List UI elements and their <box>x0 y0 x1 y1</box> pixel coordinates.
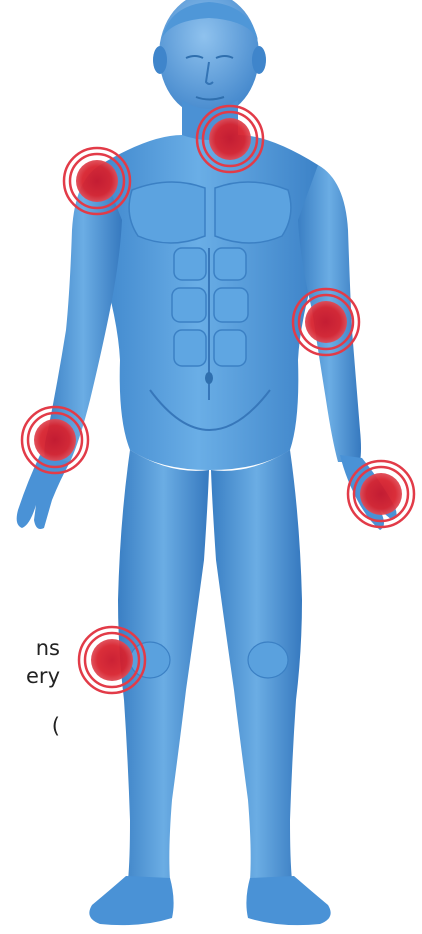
cropped-caption-text: ns ery ) <box>0 634 60 740</box>
left-arm <box>17 165 122 529</box>
caption-line-3: ) <box>0 712 60 740</box>
caption-line-1: ns <box>0 634 60 662</box>
caption-line-2: ery <box>0 662 60 690</box>
head <box>153 0 266 117</box>
legs <box>89 450 330 925</box>
